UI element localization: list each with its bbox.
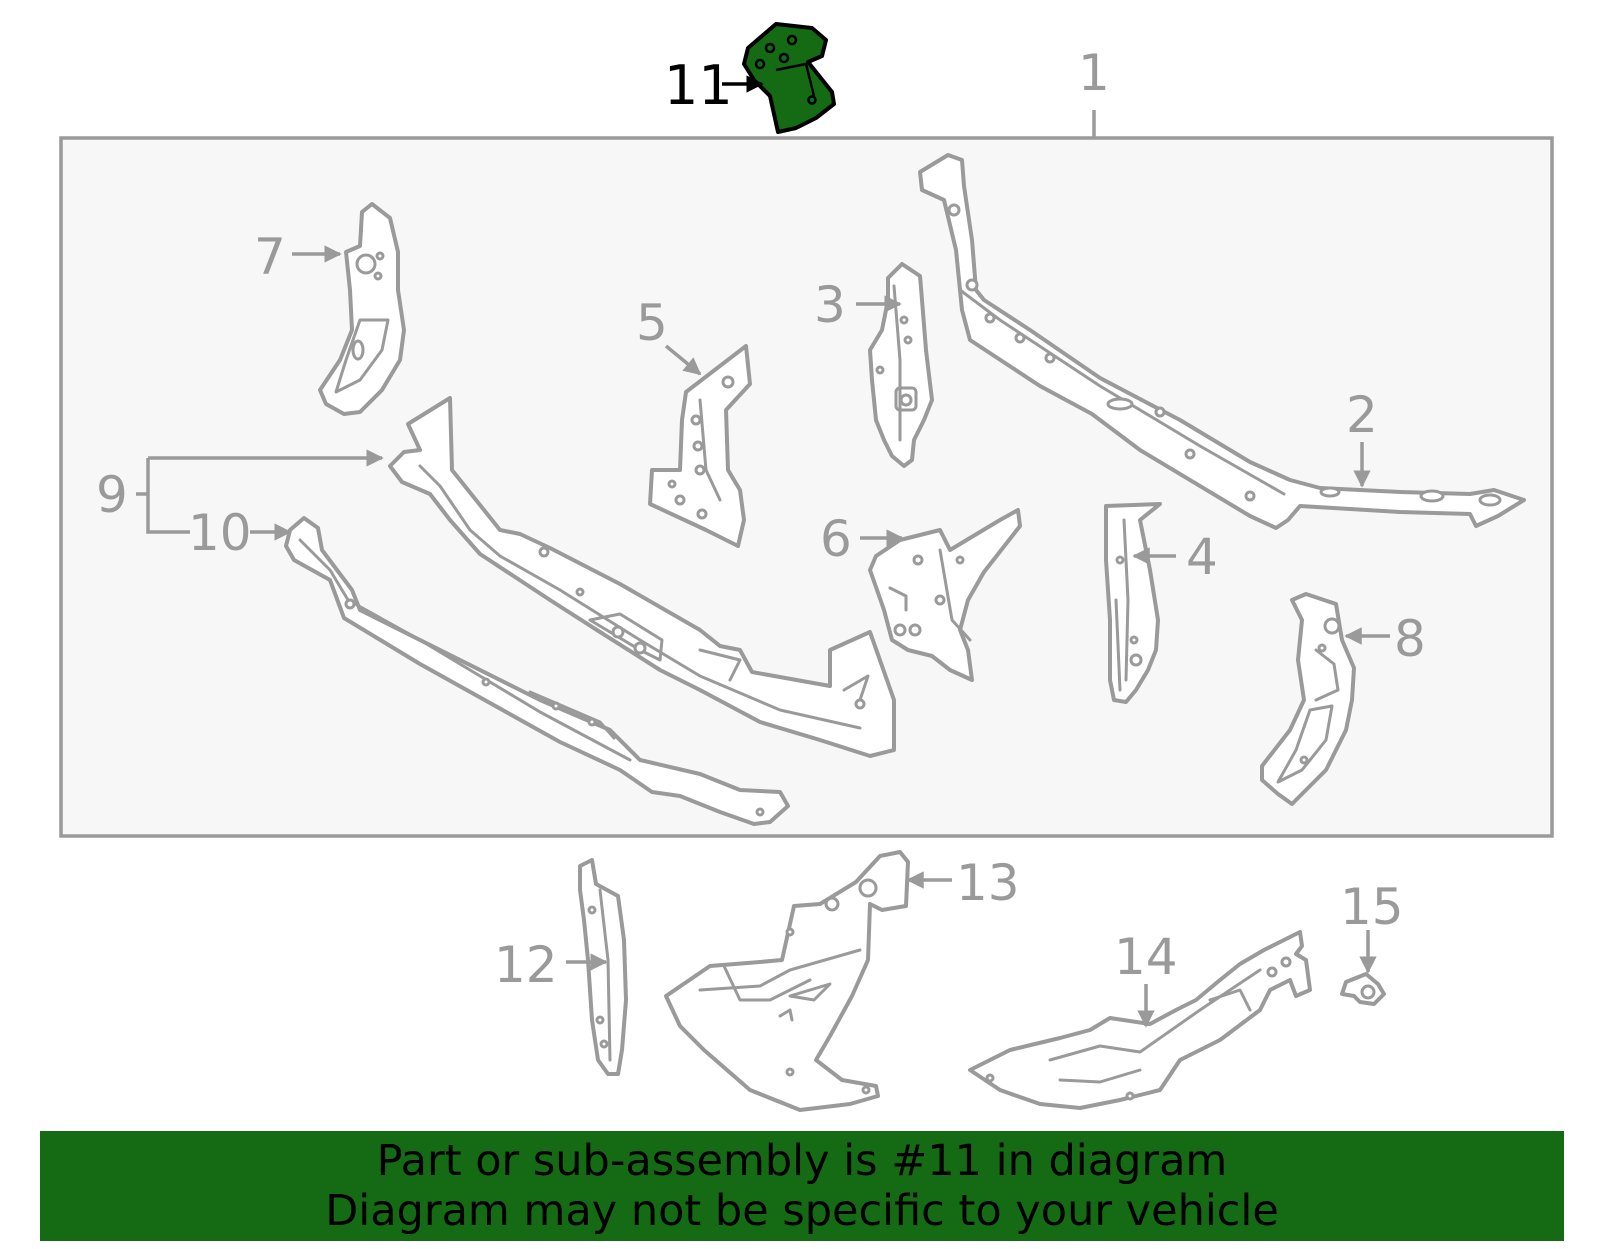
banner-line-1: Part or sub-assembly is #11 in diagram (376, 1136, 1228, 1186)
callout-7: 7 (254, 228, 286, 286)
info-banner: Part or sub-assembly is #11 in diagram D… (40, 1131, 1564, 1241)
callout-12: 12 (494, 936, 558, 994)
callout-5: 5 (636, 294, 668, 352)
part-9-lower-support[interactable] (388, 396, 896, 758)
part-8-bracket[interactable] (1260, 592, 1356, 806)
part-12-bracket[interactable] (578, 858, 628, 1076)
callout-9: 9 (96, 466, 128, 524)
callout-4: 4 (1186, 528, 1218, 586)
callout-3: 3 (814, 276, 846, 334)
part-5-bracket[interactable] (648, 344, 752, 548)
banner-line-2: Diagram may not be specific to your vehi… (325, 1186, 1279, 1236)
callout-6: 6 (820, 510, 852, 568)
part-13-under-cover[interactable] (664, 850, 910, 1112)
part-7-bracket[interactable] (318, 202, 406, 416)
part-11-bracket[interactable] (742, 22, 836, 134)
part-6-bracket[interactable] (868, 508, 1022, 682)
part-14-under-cover[interactable] (968, 930, 1312, 1110)
part-2-upper-support[interactable] (918, 153, 1526, 530)
callout-2: 2 (1346, 386, 1378, 444)
part-10-lower-member[interactable] (284, 516, 790, 826)
callout-11: 11 (664, 54, 733, 117)
callout-10: 10 (188, 504, 252, 562)
callout-1: 1 (1078, 44, 1110, 102)
part-15-clip[interactable] (1340, 972, 1386, 1006)
callout-14: 14 (1114, 928, 1178, 986)
callout-8: 8 (1394, 610, 1426, 668)
callout-15: 15 (1340, 878, 1404, 936)
callout-13: 13 (956, 854, 1020, 912)
part-3-bracket[interactable] (868, 262, 934, 468)
